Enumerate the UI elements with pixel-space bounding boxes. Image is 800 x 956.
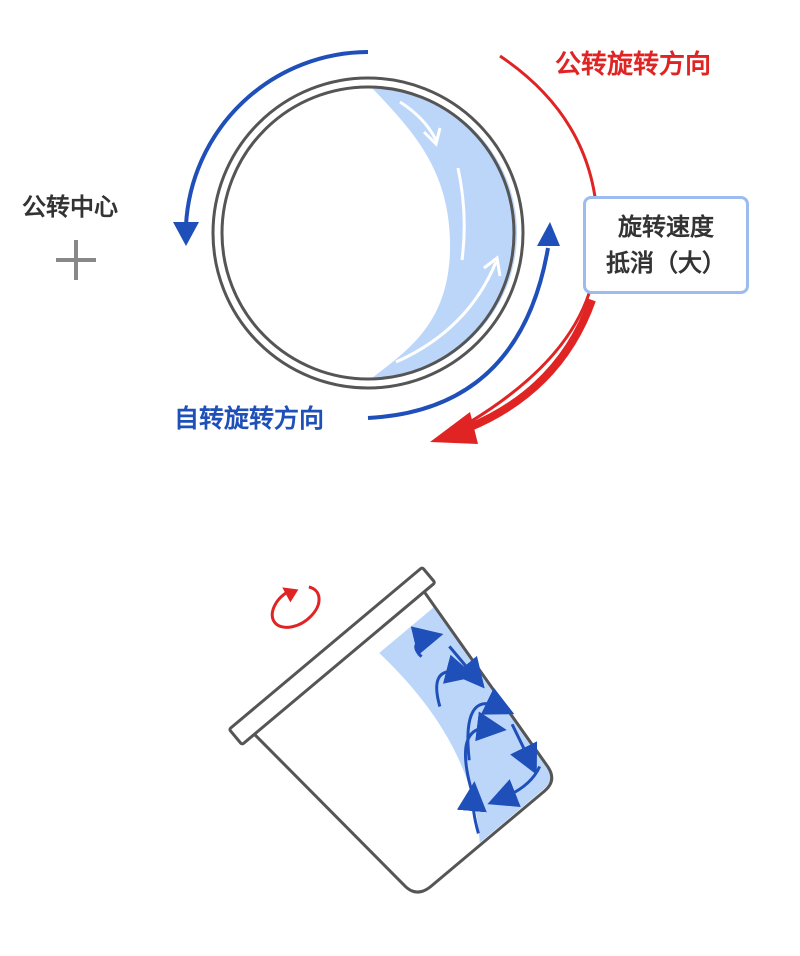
rotation-indicator xyxy=(270,585,321,629)
flow-arrow-1 xyxy=(399,100,438,141)
rotation-arrow-top xyxy=(173,50,369,246)
liquid-crescent xyxy=(372,88,517,378)
revolution-center-cross xyxy=(56,240,96,280)
tilted-container xyxy=(228,566,554,894)
container-lid xyxy=(228,566,436,746)
flow-arrowhead-3 xyxy=(483,255,502,277)
flow-arrow-g xyxy=(487,765,542,807)
container-body xyxy=(251,589,554,894)
flow-arrow-3 xyxy=(395,261,498,364)
rotation-direction-label: 自转旋转方向 xyxy=(174,404,325,433)
container-liquid xyxy=(379,606,551,843)
flow-arrow-f xyxy=(448,645,485,689)
container-cross-section xyxy=(211,76,525,390)
flow-arrow-a xyxy=(410,626,444,658)
flow-arrow-e xyxy=(510,723,538,775)
rotation-arrow-bottom xyxy=(367,222,560,420)
speed-cancel-line2: 抵消（大） xyxy=(606,249,726,277)
inner-wall xyxy=(220,85,516,381)
flow-arrow-d xyxy=(466,687,515,761)
flow-line-2 xyxy=(456,167,466,261)
revolution-direction-label: 公转旋转方向 xyxy=(555,50,712,80)
revolution-center-label: 公转中心 xyxy=(22,193,118,221)
outer-wall xyxy=(211,76,525,390)
speed-cancel-box: 旋转速度 抵消（大） xyxy=(583,196,749,294)
speed-cancel-line1: 旋转速度 xyxy=(618,213,714,241)
flow-arrow-h xyxy=(456,781,487,834)
flow-arrowhead-1 xyxy=(422,127,442,147)
